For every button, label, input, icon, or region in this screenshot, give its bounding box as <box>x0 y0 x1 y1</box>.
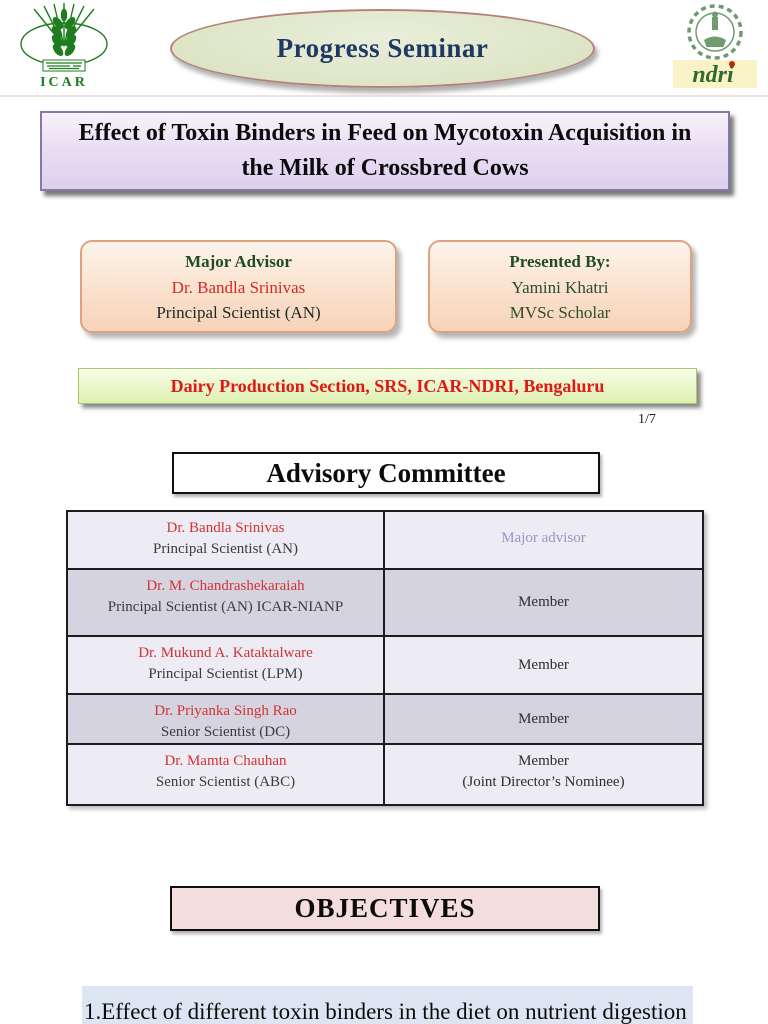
member-designation: Senior Scientist (ABC) <box>155 774 296 790</box>
table-row: Dr. Mamta Chauhan Senior Scientist (ABC)… <box>68 743 702 804</box>
icar-logo-label: ICAR <box>40 75 88 90</box>
committee-role-cell: Member <box>385 570 702 635</box>
member-name: Dr. M. Chandrashekaraiah <box>146 578 305 594</box>
presenter-designation: MVSc Scholar <box>509 303 611 323</box>
section-affiliation-bar: Dairy Production Section, SRS, ICAR-NDRI… <box>78 368 697 404</box>
page-indicator: 1/7 <box>638 412 656 427</box>
section-affiliation-text: Dairy Production Section, SRS, ICAR-NDRI… <box>170 375 605 396</box>
objective-item-bar: 1.Effect of different toxin binders in t… <box>82 986 693 1024</box>
icar-logo: ICAR <box>10 2 118 94</box>
committee-member-cell: Dr. Bandla Srinivas Principal Scientist … <box>68 512 385 568</box>
presenter-box: Presented By: Yamini Khatri MVSc Scholar <box>428 240 692 333</box>
table-row: Dr. M. Chandrashekaraiah Principal Scien… <box>68 568 702 635</box>
seminar-title-oval: Progress Seminar <box>170 9 595 88</box>
committee-role-cell: Member (Joint Director’s Nominee) <box>385 745 702 804</box>
member-designation: Senior Scientist (DC) <box>160 724 291 740</box>
table-row: Dr. Priyanka Singh Rao Senior Scientist … <box>68 693 702 743</box>
ndri-logo-label: ndri <box>692 62 734 88</box>
committee-member-cell: Dr. Priyanka Singh Rao Senior Scientist … <box>68 695 385 743</box>
member-designation: Principal Scientist (AN) <box>153 541 298 557</box>
seminar-title-text: Progress Seminar <box>276 33 489 63</box>
objectives-heading-box: OBJECTIVES <box>170 886 600 931</box>
member-name: Dr. Mukund A. Kataktalware <box>138 645 313 661</box>
faint-divider-line <box>0 95 768 97</box>
advisory-committee-heading-box: Advisory Committee <box>172 452 600 494</box>
committee-member-cell: Dr. Mukund A. Kataktalware Principal Sci… <box>68 637 385 693</box>
table-row: Dr. Bandla Srinivas Principal Scientist … <box>68 512 702 568</box>
slide-title-banner: Effect of Toxin Binders in Feed on Mycot… <box>40 111 730 191</box>
committee-role-cell: Major advisor <box>385 512 702 568</box>
presenter-heading: Presented By: <box>509 252 611 272</box>
committee-role-cell: Member <box>385 695 702 743</box>
major-advisor-box: Major Advisor Dr. Bandla Srinivas Princi… <box>80 240 397 333</box>
major-advisor-heading: Major Advisor <box>185 252 292 272</box>
ndri-emblem-icon: ndri <box>673 4 757 88</box>
committee-member-cell: Dr. M. Chandrashekaraiah Principal Scien… <box>68 570 385 635</box>
slide-title-text: Effect of Toxin Binders in Feed on Mycot… <box>78 120 692 181</box>
member-name: Dr. Priyanka Singh Rao <box>154 703 297 719</box>
objective-item-text: 1.Effect of different toxin binders in t… <box>84 999 687 1024</box>
member-role: Member <box>518 594 569 610</box>
member-name: Dr. Mamta Chauhan <box>164 753 287 769</box>
major-advisor-name: Dr. Bandla Srinivas <box>171 277 306 297</box>
member-role-note: (Joint Director’s Nominee) <box>462 774 625 790</box>
committee-role-cell: Member <box>385 637 702 693</box>
committee-member-cell: Dr. Mamta Chauhan Senior Scientist (ABC) <box>68 745 385 804</box>
objectives-heading: OBJECTIVES <box>294 893 476 923</box>
ndri-logo: ndri <box>668 2 762 92</box>
advisory-committee-table: Dr. Bandla Srinivas Principal Scientist … <box>66 510 704 806</box>
advisory-committee-heading: Advisory Committee <box>266 457 506 488</box>
member-role: Member <box>518 753 569 769</box>
member-role: Member <box>518 657 569 673</box>
member-designation: Principal Scientist (LPM) <box>148 666 303 682</box>
member-designation: Principal Scientist (AN) ICAR-NIANP <box>107 599 344 615</box>
member-role: Major advisor <box>501 530 586 546</box>
icar-wheat-icon: ICAR <box>20 3 108 90</box>
member-name: Dr. Bandla Srinivas <box>166 520 285 536</box>
table-row: Dr. Mukund A. Kataktalware Principal Sci… <box>68 635 702 693</box>
presenter-name: Yamini Khatri <box>511 277 609 297</box>
member-role: Member <box>518 711 569 727</box>
major-advisor-designation: Principal Scientist (AN) <box>156 303 321 323</box>
